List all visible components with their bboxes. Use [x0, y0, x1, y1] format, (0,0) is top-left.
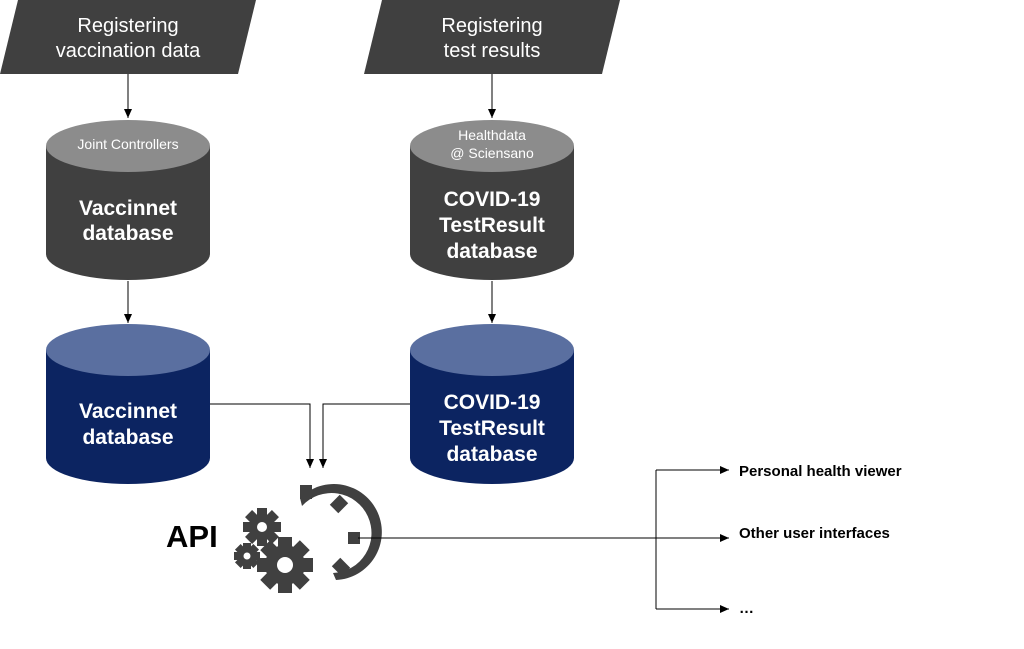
covid-copy-title-line-1: COVID-19	[444, 391, 541, 414]
covid-source-title-line-3: database	[446, 240, 537, 263]
input-test-line-1: Registering	[441, 15, 542, 37]
arrow-covid-copy-to-api	[319, 403, 410, 468]
covid-copy-title-line-3: database	[446, 443, 537, 466]
input-vaccination-data: Registering vaccination data	[0, 0, 256, 74]
input-test-line-2: test results	[444, 40, 541, 62]
output-personal-health-viewer: Personal health viewer	[739, 463, 902, 480]
input-test-results: Registering test results	[364, 0, 620, 74]
covid-source-caption-line-2: @ Sciensano	[450, 145, 534, 161]
gears-icon	[234, 484, 382, 593]
covid-source-database: Healthdata @ Sciensano COVID-19 TestResu…	[410, 120, 574, 280]
covid-copy-title-line-2: TestResult	[439, 417, 545, 440]
arrow-vaccinnet-copy-to-api	[210, 403, 314, 468]
covid-source-title-line-2: TestResult	[439, 214, 545, 237]
vaccinnet-source-title-line-1: Vaccinnet	[79, 197, 177, 220]
vaccinnet-copy-database: Vaccinnet database	[46, 324, 210, 484]
vaccinnet-source-title-line-2: database	[82, 222, 173, 245]
covid-copy-database: COVID-19 TestResult database	[410, 324, 574, 484]
output-other-user-interfaces: Other user interfaces	[739, 525, 890, 542]
input-vaccination-line-1: Registering	[77, 15, 178, 37]
vaccinnet-copy-title-line-1: Vaccinnet	[79, 400, 177, 423]
api-label: API	[166, 519, 218, 554]
input-vaccination-line-2: vaccination data	[56, 40, 201, 62]
vaccinnet-source-caption: Joint Controllers	[77, 136, 178, 152]
output-more: …	[739, 600, 754, 617]
covid-source-title-line-1: COVID-19	[444, 188, 541, 211]
vaccinnet-source-database: Joint Controllers Vaccinnet database	[46, 120, 210, 280]
covid-source-caption-line-1: Healthdata	[458, 127, 526, 143]
vaccinnet-copy-title-line-2: database	[82, 426, 173, 449]
